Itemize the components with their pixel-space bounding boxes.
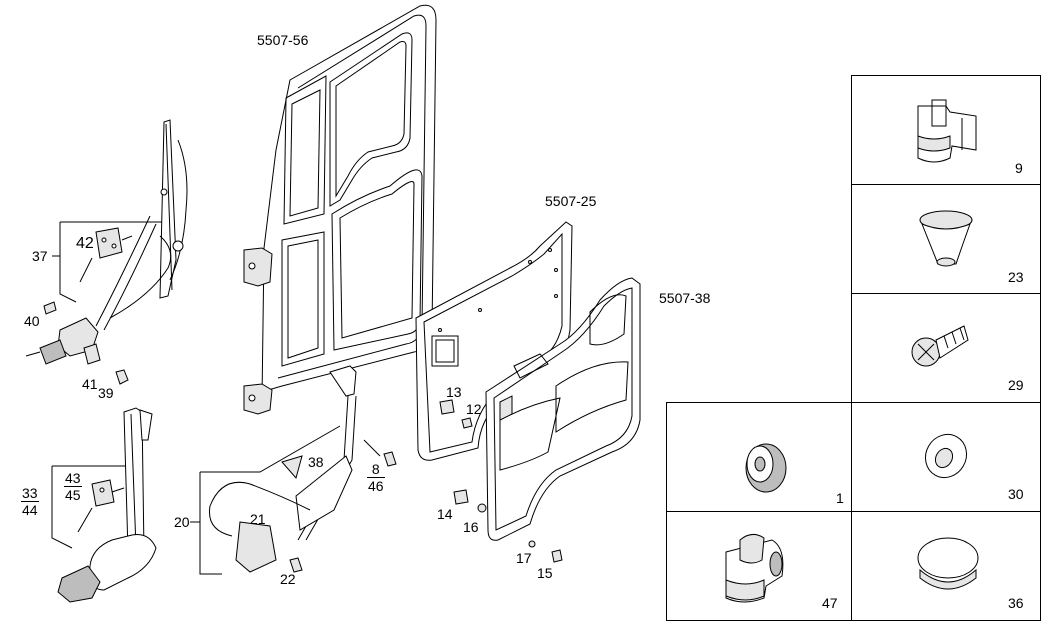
- fasteners-drawing: [439, 399, 563, 563]
- part-number-36: 36: [1008, 595, 1024, 611]
- callout-33: 33: [21, 485, 39, 502]
- callout-13: 13: [446, 384, 462, 400]
- callout-8: 8: [367, 461, 385, 478]
- inner-panel-drawing: [415, 221, 573, 461]
- callout-37: 37: [32, 248, 48, 264]
- parts-grid: [666, 75, 1041, 621]
- trim-panel-drawing: [485, 277, 641, 541]
- callout-45: 45: [65, 487, 81, 503]
- callout-39: 39: [98, 385, 114, 401]
- callout-43: 43: [64, 470, 82, 487]
- callout-22: 22: [280, 571, 296, 587]
- regulator-37-drawing: [25, 119, 188, 385]
- part-number-30: 30: [1008, 486, 1024, 502]
- ref-trim-panel: 5507-38: [659, 290, 711, 306]
- door-frame-drawing: [243, 4, 437, 415]
- plug-icon: [919, 210, 973, 267]
- callout-14: 14: [437, 506, 453, 522]
- regulator-33-44-drawing: [57, 407, 157, 603]
- ref-door-frame: 5507-56: [257, 32, 309, 48]
- part-number-23: 23: [1008, 269, 1024, 285]
- screw-icon: [911, 325, 969, 367]
- part-number-47: 47: [822, 595, 838, 611]
- ref-inner-panel: 5507-25: [545, 193, 597, 209]
- part-number-29: 29: [1008, 377, 1024, 393]
- callout-44: 44: [22, 502, 38, 518]
- callout-41: 41: [82, 376, 98, 392]
- callout-33-44: 33 44: [21, 485, 39, 518]
- part-number-9: 9: [1015, 160, 1023, 176]
- leader-lines: [51, 221, 381, 575]
- part-number-1: 1: [836, 490, 844, 506]
- callout-15: 15: [537, 565, 553, 581]
- callout-16: 16: [463, 519, 479, 535]
- callout-46: 46: [368, 478, 384, 494]
- callout-20: 20: [174, 514, 190, 530]
- callout-12: 12: [466, 401, 482, 417]
- callout-43-45: 43 45: [64, 470, 82, 503]
- callout-42: 42: [76, 235, 94, 252]
- callout-40: 40: [24, 313, 40, 329]
- cap-icon: [917, 537, 979, 590]
- callout-17: 17: [516, 550, 532, 566]
- callout-8-46: 8 46: [367, 461, 385, 494]
- clip-icon: [917, 99, 977, 163]
- regulator-20-drawing: [208, 365, 397, 573]
- callout-38: 38: [308, 454, 324, 470]
- holder-clip-icon: [725, 534, 784, 603]
- washer-icon: [924, 433, 968, 479]
- bushing-icon: [745, 443, 787, 493]
- callout-21: 21: [250, 511, 266, 527]
